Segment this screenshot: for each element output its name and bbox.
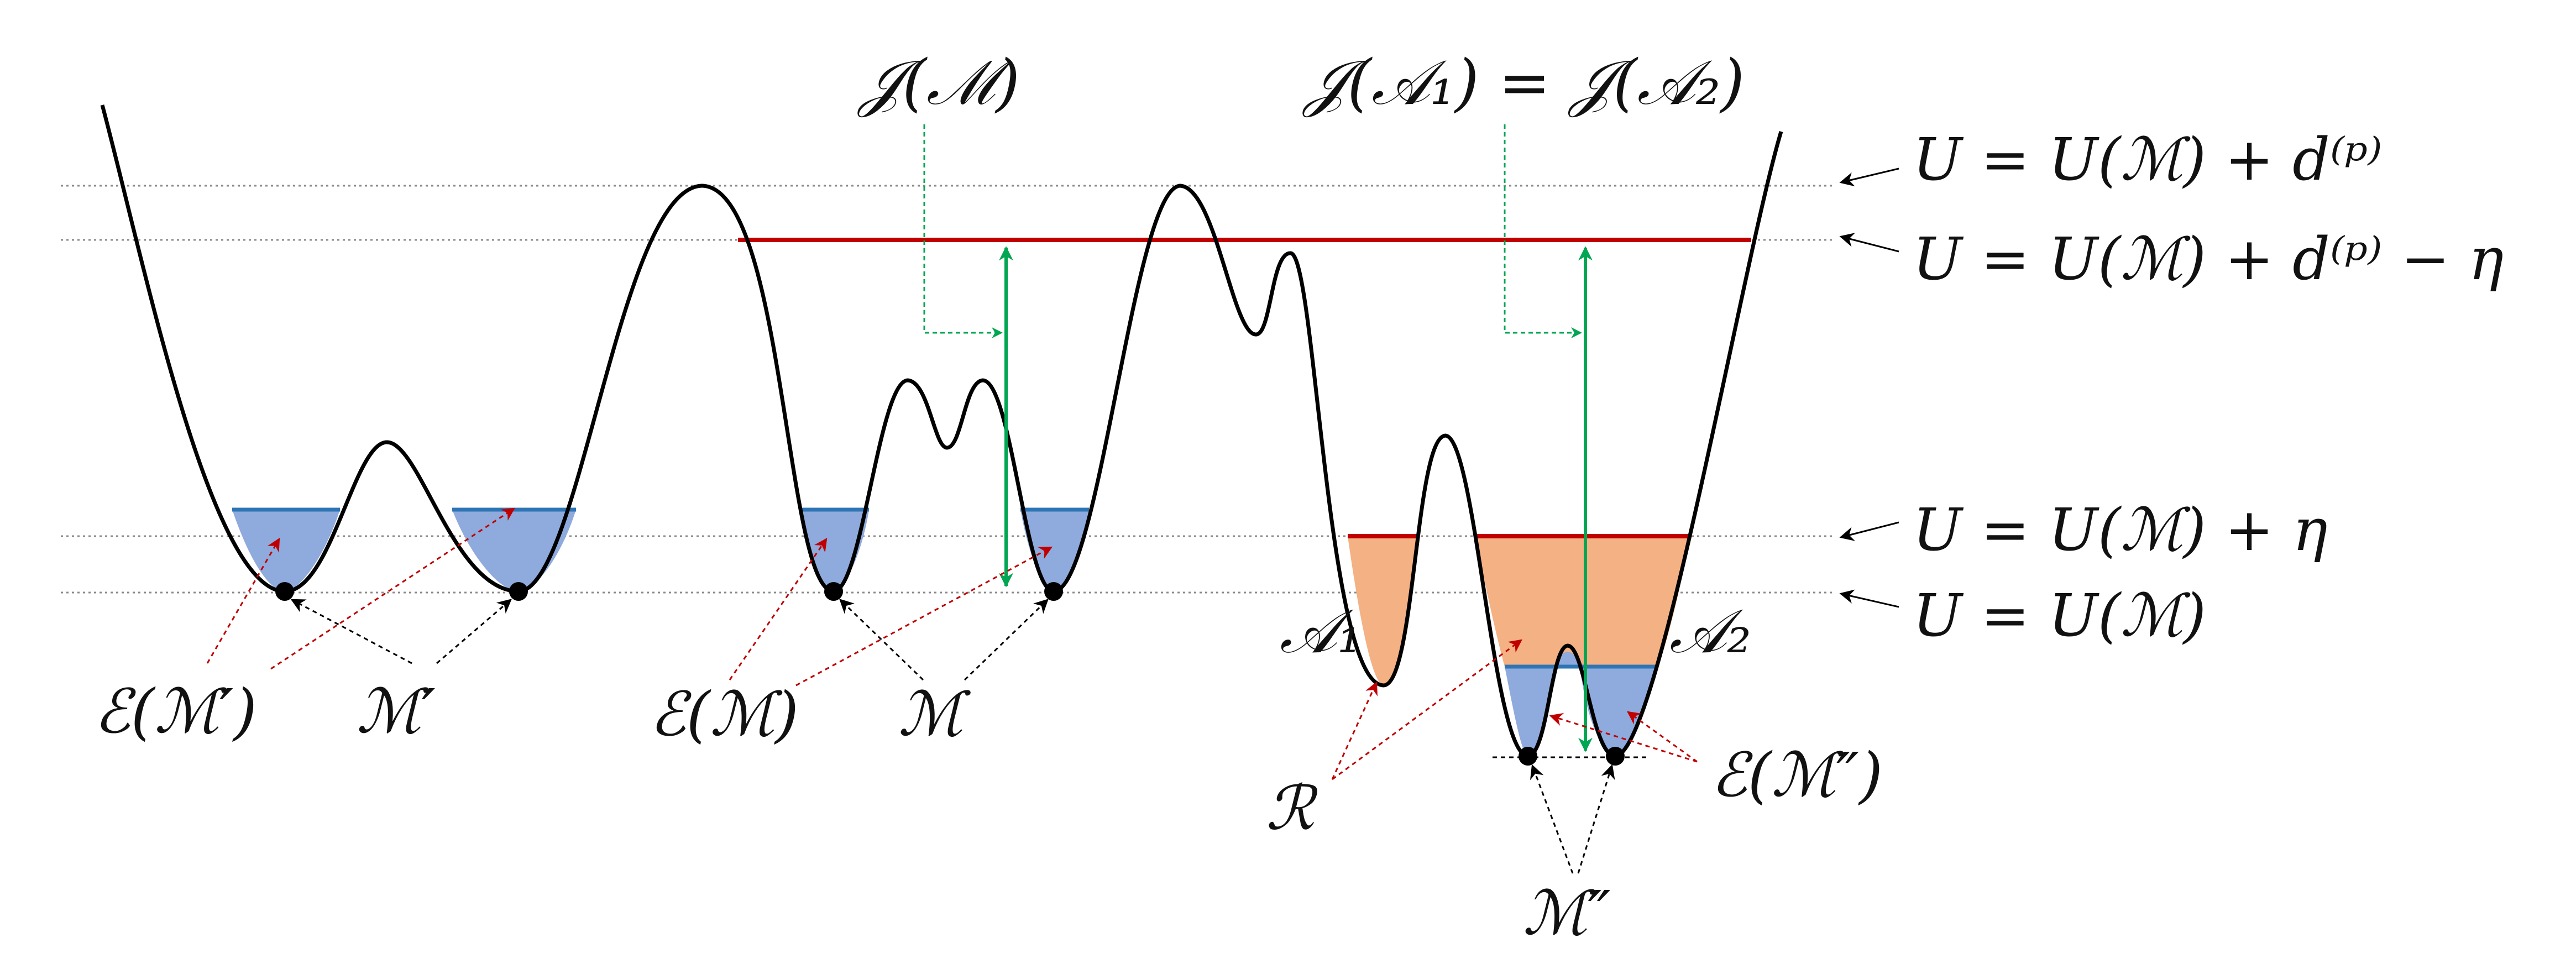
pointer-e-m-dprime-1 — [1549, 713, 1698, 763]
pointer-m-dprime-1 — [1530, 764, 1574, 874]
pointer-e-m-dprime-2 — [1627, 711, 1698, 763]
min-point-m-dprime-1 — [1519, 747, 1537, 766]
green-arrows — [923, 124, 1593, 752]
label-m: ℳ — [898, 679, 971, 750]
level-label-u-plus-eta: U = U(ℳ) + η — [1913, 496, 2328, 564]
basin-m-prime-right — [452, 510, 576, 591]
arrow-level-u-plus-eta — [1839, 521, 1899, 541]
label-j-m: 𝒥(ℳ) — [857, 47, 1020, 119]
red-level-lines — [738, 238, 1751, 538]
arrow-level-u-plus-d-minus-eta — [1839, 233, 1899, 253]
pointer-e-m-prime-2 — [270, 507, 516, 670]
pointer-e-m-prime-1 — [206, 537, 280, 664]
label-e-m: ℰ(ℳ) — [650, 679, 799, 750]
level-arrows — [1839, 167, 1899, 608]
pointer-m-prime-1 — [290, 599, 412, 664]
level-label-u-plus-d-minus-eta: U = U(ℳ) + d⁽ᵖ⁾ − η — [1913, 225, 2504, 293]
min-point-m-dprime-2 — [1606, 747, 1625, 766]
pointer-e-m-2 — [795, 546, 1053, 687]
pointer-j-a — [1504, 124, 1582, 338]
region-a2 — [1476, 536, 1689, 667]
pointer-m-dprime-2 — [1577, 764, 1615, 874]
pointer-m-2 — [964, 599, 1049, 681]
level-labels: U = U(ℳ) + d⁽ᵖ⁾ U = U(ℳ) + d⁽ᵖ⁾ − η U = … — [1913, 125, 2504, 649]
label-j-a: 𝒥(𝒜₁) = 𝒥(𝒜₂) — [1302, 47, 1745, 119]
label-a2: 𝒜₂ — [1669, 596, 1751, 667]
pointer-m-1 — [839, 599, 924, 681]
label-r: ℛ — [1266, 773, 1318, 843]
point-labels: ℰ(ℳ′) ℳ′ ℰ(ℳ) ℳ 𝒜₁ 𝒜₂ ℛ ℰ(ℳ″) ℳ″ — [94, 596, 1883, 949]
label-a1: 𝒜₁ — [1280, 596, 1362, 667]
pointer-j-m — [923, 124, 1003, 338]
basin-m-prime-left — [232, 510, 340, 591]
black-pointers — [290, 599, 1615, 874]
red-pointers — [206, 507, 1698, 780]
top-labels: 𝒥(ℳ) 𝒥(𝒜₁) = 𝒥(𝒜₂) — [857, 47, 1745, 119]
min-point-m-prime-2 — [509, 582, 528, 601]
minimum-points — [275, 582, 1625, 766]
pointer-r-2 — [1332, 639, 1522, 780]
level-label-u-min: U = U(ℳ) — [1913, 581, 2206, 649]
blue-level-lines — [232, 507, 1658, 669]
pointer-r-1 — [1331, 681, 1378, 780]
min-point-m-prime-1 — [275, 582, 294, 601]
label-e-m-dprime: ℰ(ℳ″) — [1711, 740, 1883, 810]
pointer-m-prime-2 — [436, 599, 512, 664]
min-point-m-1 — [824, 582, 843, 601]
label-m-prime: ℳ′ — [357, 676, 436, 747]
label-e-m-prime: ℰ(ℳ′) — [94, 676, 257, 747]
level-label-u-plus-d: U = U(ℳ) + d⁽ᵖ⁾ — [1913, 125, 2382, 193]
arrow-level-u-plus-d — [1839, 167, 1899, 187]
pointer-e-m-1 — [729, 538, 828, 680]
arrow-level-u-min — [1839, 589, 1899, 608]
min-point-m-2 — [1044, 582, 1063, 601]
label-m-dprime: ℳ″ — [1523, 878, 1611, 949]
basin-m-left — [799, 510, 869, 591]
